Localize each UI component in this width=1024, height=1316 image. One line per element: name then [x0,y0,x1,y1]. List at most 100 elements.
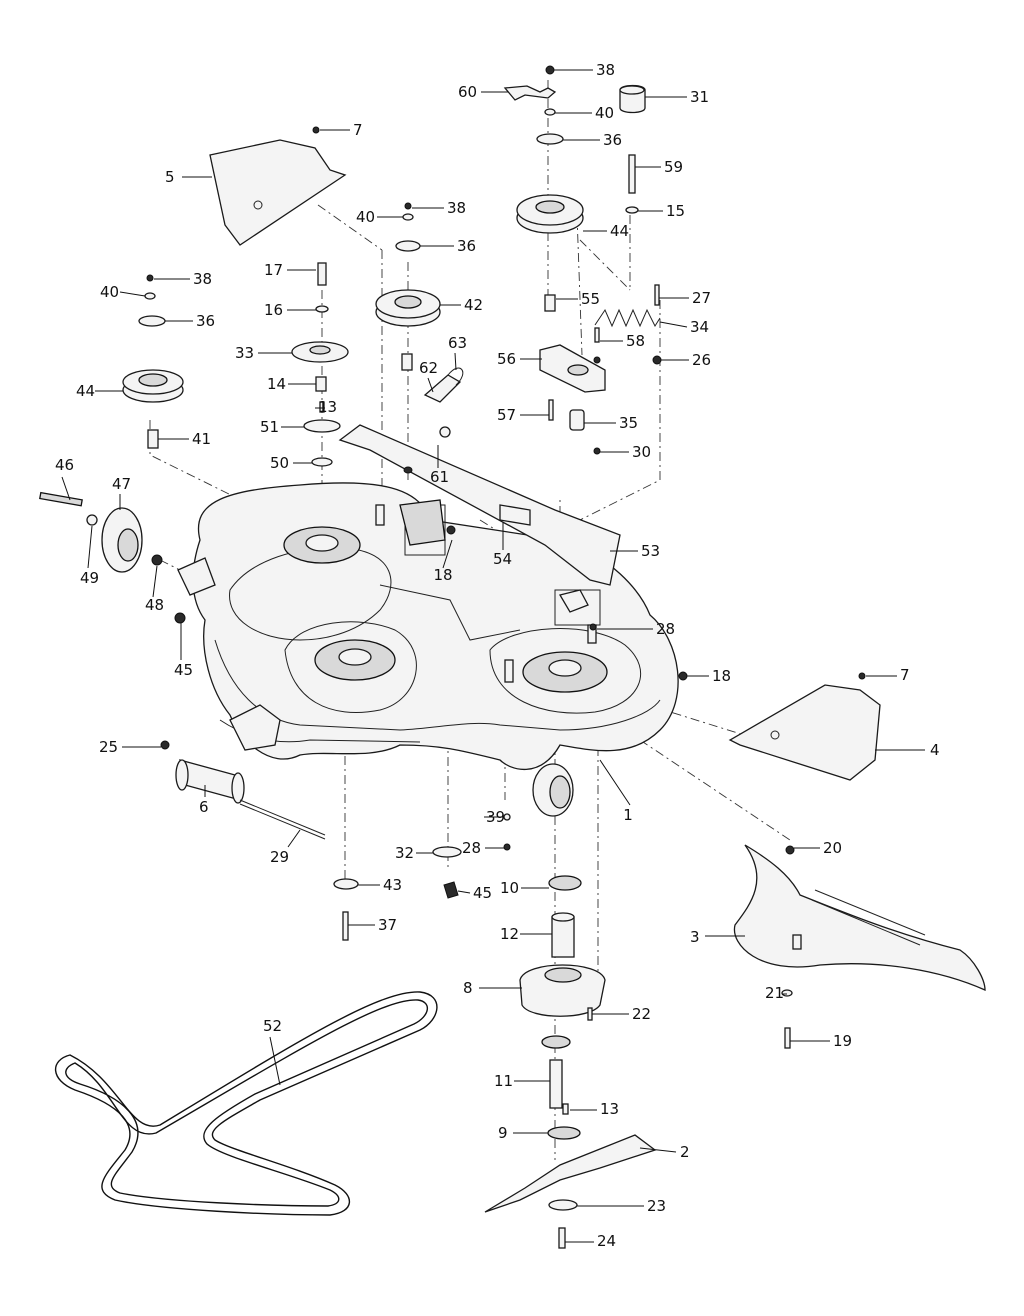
callout-c-28a: 28 [656,620,675,638]
leader-line-c-62 [427,377,434,393]
callout-c-7a: 7 [353,121,363,139]
callout-c-17: 17 [264,261,283,279]
drive-belt-52 [54,991,438,1216]
leader-line-c-52 [269,1036,281,1086]
spring-34 [594,308,661,328]
callout-c-59: 59 [664,158,683,176]
bearing-10 [548,875,582,891]
leader-line-c-48 [152,565,158,598]
gauge-wheel-47 [39,491,186,624]
callout-c-49: 49 [80,569,99,587]
bolt-27 [654,284,660,306]
washer-23 [548,1199,578,1211]
leader-line-c-45b [457,890,471,894]
leader-line-c-34 [659,321,688,328]
nut-45b [443,881,459,899]
callout-c-62: 62 [419,359,438,377]
callout-c-13b: 13 [600,1100,619,1118]
center-pulley-stack [291,262,349,467]
callout-c-38c: 38 [596,61,615,79]
pivot-stack [594,84,662,365]
callout-c-60: 60 [458,83,477,101]
deck-lift-bar [338,424,621,613]
callout-c-61: 61 [430,468,449,486]
callout-c-57: 57 [497,406,516,424]
callout-c-38b: 38 [447,199,466,217]
leader-line-c-29 [287,829,301,848]
lift-bar-53 [338,424,621,586]
misc-hardware [312,126,866,681]
callout-c-14: 14 [267,375,286,393]
callout-c-40c: 40 [595,104,614,122]
shield-4 [728,684,881,781]
callout-c-56: 56 [497,350,516,368]
callout-c-53: 53 [641,542,660,560]
shield-5 [209,139,347,246]
callout-c-36a: 36 [196,312,215,330]
callout-c-41: 41 [192,430,211,448]
spacer-12 [551,916,575,958]
nut-25 [160,740,170,750]
nut-45a [174,612,186,624]
callout-c-44a: 44 [76,382,95,400]
bolt-46 [39,491,83,507]
tension-arm-stack [503,65,606,455]
leader-line-c-49 [87,525,93,569]
callout-c-45b: 45 [473,884,492,902]
baffle-3 [733,844,986,1049]
callout-c-24: 24 [597,1232,616,1250]
callout-c-33: 33 [235,344,254,362]
spindle-assembly [333,813,657,1249]
callout-c-18a: 18 [433,566,452,584]
blade-2 [484,1134,657,1213]
callout-c-20: 20 [823,839,842,857]
mid-idler-stack [375,202,441,474]
callout-c-23: 23 [647,1197,666,1215]
callout-c-6: 6 [199,798,209,816]
callout-c-31: 31 [690,88,709,106]
shaft-11 [549,1059,563,1109]
callout-c-30: 30 [632,443,651,461]
callout-c-36c: 36 [603,131,622,149]
callout-c-44b: 44 [610,222,629,240]
callout-c-4: 4 [930,741,940,759]
callout-c-32: 32 [395,844,414,862]
washer-43 [333,878,359,890]
spindle-housing-8 [519,964,606,1017]
callout-c-43: 43 [383,876,402,894]
callout-c-58: 58 [626,332,645,350]
callout-c-25: 25 [99,738,118,756]
callout-c-39: 39 [486,808,505,826]
callout-c-50: 50 [270,454,289,472]
shields [209,139,881,781]
callout-c-11: 11 [494,1072,513,1090]
callout-c-37: 37 [378,916,397,934]
callout-c-28b: 28 [462,839,481,857]
callout-c-42: 42 [464,296,483,314]
bar-60 [503,85,557,101]
callout-c-8: 8 [463,979,473,997]
callout-c-52: 52 [263,1017,282,1035]
washer-32 [432,846,462,858]
callout-c-29: 29 [270,848,289,866]
callout-c-18b: 18 [712,667,731,685]
pin-62 [423,374,462,403]
callout-c-10: 10 [500,879,519,897]
leader-line-c-18a [442,539,453,569]
callout-c-3: 3 [690,928,700,946]
nut-48 [151,554,163,566]
bracket-54 [499,504,531,526]
roller-6 [160,740,326,840]
callout-c-63: 63 [448,334,467,352]
callout-c-21: 21 [765,984,784,1002]
washer-49 [86,514,98,526]
callout-c-26: 26 [692,351,711,369]
callout-c-45a: 45 [174,661,193,679]
callout-c-2: 2 [680,1143,690,1161]
bolt-24 [558,1227,566,1249]
callout-c-40b: 40 [356,208,375,226]
callout-c-55: 55 [581,290,600,308]
callout-c-46: 46 [55,456,74,474]
leader-line-c-40a [119,291,146,297]
